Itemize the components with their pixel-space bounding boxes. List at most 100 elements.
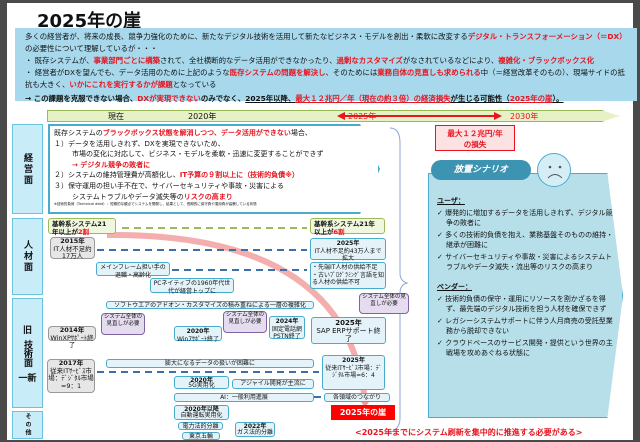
intro-text: の必要性について理解しているが・・・ <box>25 44 158 53</box>
bullet: ・先端IT人材の供給不足 <box>312 264 378 271</box>
market-2017-box: 2017年従来ITｻｰﾋﾞｽ市場：ﾃﾞｼﾞﾀﾙ市場=9：1 <box>47 359 95 393</box>
year: 2017年 <box>58 359 84 367</box>
timeline-2030: 2030年 <box>510 112 539 121</box>
timeline-bar: 現在 2020年 2025年 2030年 <box>47 110 619 122</box>
point-1: １）データを活用しきれず、DXを実現できないため、 <box>54 139 225 148</box>
tech-label-new: 一新 <box>18 373 37 384</box>
text: ガス法的分離 <box>237 429 274 436</box>
year: 2025年 <box>336 240 360 247</box>
year: 2022年 <box>243 423 267 430</box>
intro-text: 多くの経営者が、将来の成長、競争力強化のために、新たなデジタル技術を活用して新た… <box>25 32 468 41</box>
core-system-6-box: 基幹系システム21年以上が6割 <box>310 218 385 236</box>
vendor-heading: ベンダー： <box>437 283 472 291</box>
intro-text: となっている <box>172 80 217 89</box>
point-2: ２）システムの維持管理費が高額化し、 <box>54 171 180 180</box>
arrow-head <box>337 112 345 120</box>
intro-highlight: デジタル・トランスフォーメーション（＝DX） <box>467 32 627 41</box>
intro-text: がなされているなどにより、 <box>402 56 499 65</box>
point-3: ３）保守運用の担い手不在で、サイバーセキュリティや事故・災害による <box>54 181 284 190</box>
software-complex-box: ソフトウエアのアドオン・カスタマイズの積み重ねによる一層の複雑化 <box>106 301 314 309</box>
year: 2015年 <box>60 237 85 245</box>
side-label-tech: 旧 技術面 一新 <box>12 298 43 408</box>
highlight: ブラックボックス状態を解消しつつ、データ活用ができない <box>102 129 291 137</box>
user-heading: ユーザ： <box>437 197 465 205</box>
intro-highlight: 複雑化・ブラックボックス化 <box>498 56 595 65</box>
intro-highlight: 事業部門ごとに構築 <box>93 56 161 65</box>
side-label-other: その他 <box>12 411 43 439</box>
text: IT人材不足約17万人 <box>53 244 92 260</box>
year: 2020年 <box>190 377 213 384</box>
autonomous-driving-box: 2020年以降自動運転実用化 <box>174 405 229 420</box>
agile-box: アジャイル開発が主流に <box>232 379 314 389</box>
tech-label: 技術面 <box>22 339 32 367</box>
highlight: リスクの高まり <box>183 192 233 201</box>
intro-text: が生じる可能性（ <box>450 94 510 103</box>
mainframe-box: メインフレーム担い手の退職・高齢化 <box>96 262 170 279</box>
value: 6割 <box>333 228 345 236</box>
intro-text: 2025年以降、 <box>245 94 296 103</box>
intro-highlight: DXが実現できない <box>137 94 201 103</box>
cliff-badge: 2025年の崖 <box>331 405 395 420</box>
user-item: ✓ 多くの技術的負債を抱え、業務基盤そのものの維持・継承が困難に <box>437 231 614 249</box>
bullet: ・古いﾌﾟﾛｸﾞﾗﾐﾝｸﾞ言語を知る人材の供給不可 <box>312 271 385 287</box>
text: 従来ITｻｰﾋﾞｽ市場：ﾃﾞｼﾞﾀﾙ市場=6：4 <box>325 364 382 380</box>
review-needed-bubble: システム全体の見直しが必要 <box>223 311 267 333</box>
text: SAP ERPサポート終了 <box>316 327 381 343</box>
intro-highlight: 2025年の崖 <box>509 94 553 103</box>
gas-box: 2022年ガス法的分離 <box>235 422 275 437</box>
intro-text: → この課題を克服できない場合、 <box>25 94 138 103</box>
management-box: 既存システムのブラックボックス状態を解消しつつ、データ活用ができない場合、 １）… <box>48 124 380 214</box>
intro-highlight: 業務自体の見直しも求められる <box>377 68 481 77</box>
ai-box: AI：一般利用進展 <box>174 393 314 402</box>
review-needed-bubble: システム全体の見直しが必要 <box>359 293 409 314</box>
loss-callout: 最大１２兆円/年の損失 <box>435 125 515 151</box>
year: 2014年 <box>59 326 85 334</box>
text: 自動運転実用化 <box>180 412 223 419</box>
intro-highlight: 過剰なカスタマイズ <box>336 56 403 65</box>
loss-label: の損失 <box>463 140 487 149</box>
user-item: ✓ 爆発的に増加するデータを活用しきれず、デジタル競争の敗者に <box>437 209 613 227</box>
text: 5G実用化 <box>188 382 215 389</box>
intro-text: されて、全社横断的なデータ活用ができなかったり、 <box>160 56 337 65</box>
year: 2025年 <box>335 319 362 327</box>
text: 基幹系システム21年以上が <box>52 220 107 236</box>
scenario-title: 放置シナリオ <box>431 160 531 180</box>
text: 場合、 <box>290 129 312 137</box>
year: 2020年 <box>186 328 210 335</box>
brace <box>386 127 409 434</box>
text: システムトラブルやデータ滅失等の <box>72 192 184 201</box>
user-item: ✓ サイバーセキュリティや事故・災害によるシステムトラブルやデータ滅失・流出等の… <box>437 253 613 271</box>
intro-highlight: 最大１２兆円／年（現在の約３倍）の経済損失 <box>295 94 451 103</box>
intro-highlight: いかにこれを実行するかが課題 <box>69 80 173 89</box>
slide: 2025年の崖 多くの経営者が、将来の成長、競争力強化のために、新たなデジタル技… <box>7 3 637 440</box>
side-label-management: 経営面 <box>12 124 43 214</box>
timeline-2020: 2020年 <box>188 112 217 121</box>
point-1-result: → デジタル競争の敗者に <box>72 160 151 169</box>
data-difficulty-box: 膨大になるデータの扱いが困難に <box>106 359 314 368</box>
pc-native-box: PCネイティブの1960年代世代が経営トップに <box>150 278 234 295</box>
connection-box: 各領域のつながり <box>324 393 390 402</box>
bottom-message: <2025年までにシステム刷新を集中的に推進する必要がある> <box>355 428 583 437</box>
intro-text: 、そのためには <box>325 68 378 77</box>
side-label-hr: 人材面 <box>12 218 43 295</box>
value: 2割 <box>78 228 90 236</box>
year: 2025年 <box>342 357 365 364</box>
review-needed-bubble: システム全体の見直しが必要 <box>101 313 145 335</box>
intro-box: 多くの経営者が、将来の成長、競争力強化のために、新たなデジタル技術を活用して新た… <box>15 28 637 103</box>
text: WinXPｻﾎﾟｰﾄ終了 <box>50 333 94 349</box>
hr-bullets-box: ・先端IT人材の供給不足・古いﾌﾟﾛｸﾞﾗﾐﾝｸﾞ言語を知る人材の供給不可 <box>310 262 386 289</box>
loss-amount: 最大１２兆円/年 <box>447 129 503 138</box>
intro-highlight: 既存システムの問題を解決し <box>229 68 326 77</box>
olympics-box: 東京五輪 <box>182 432 220 440</box>
text: 従来ITｻｰﾋﾞｽ市場：ﾃﾞｼﾞﾀﾙ市場=9：1 <box>48 366 94 390</box>
tech-label-old: 旧 <box>22 325 32 336</box>
vendor-item: ✓ レガシーシステムサポートに伴う人月商売の受託型業務から脱却できない <box>437 317 613 335</box>
sad-face-icon <box>537 153 571 187</box>
neglect-scenario-box: ユーザ： ✓ 爆発的に増加するデータを活用しきれず、デジタル競争の敗者に ✓ 多… <box>428 173 623 418</box>
